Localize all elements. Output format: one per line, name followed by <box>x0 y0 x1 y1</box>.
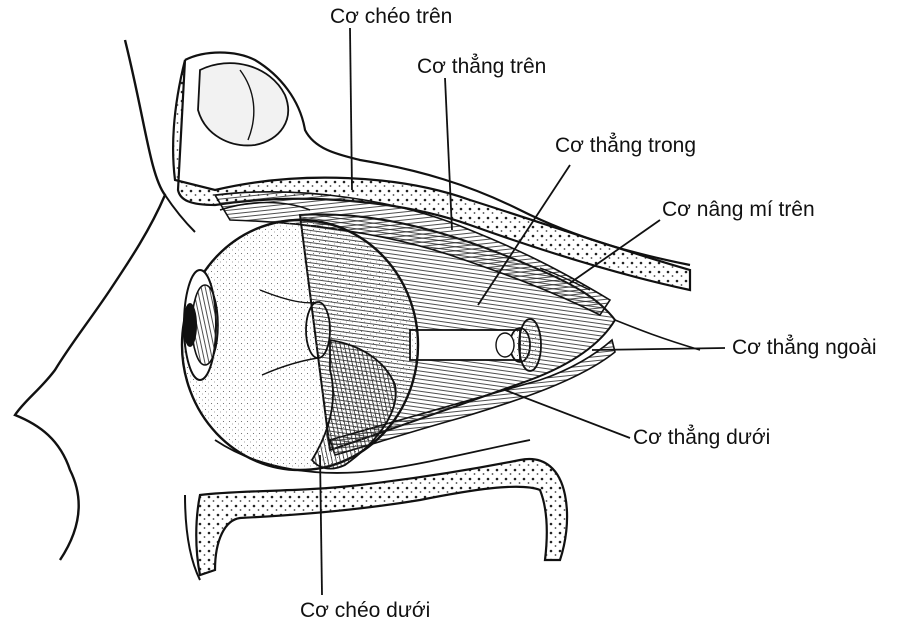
label-lateral-rectus: Cơ thẳng ngoài <box>732 337 877 358</box>
label-levator-palpebrae: Cơ nâng mí trên <box>662 199 815 220</box>
label-superior-rectus: Cơ thẳng trên <box>417 56 546 77</box>
label-inferior-oblique: Cơ chéo dưới <box>300 600 430 621</box>
leader-superior-oblique <box>350 28 352 190</box>
pupil <box>183 303 197 347</box>
label-inferior-rectus: Cơ thẳng dưới <box>633 427 770 448</box>
eyeball <box>182 220 418 470</box>
leader-inferior-oblique <box>320 455 322 595</box>
leader-inferior-rectus <box>505 390 630 438</box>
label-medial-rectus: Cơ thẳng trong <box>555 135 696 156</box>
label-superior-oblique: Cơ chéo trên <box>330 6 452 27</box>
tendon-insertion <box>306 302 330 358</box>
lower-orbit-bone <box>196 459 567 575</box>
face-profile <box>15 40 165 560</box>
muscle-tendon-cut <box>519 319 541 371</box>
